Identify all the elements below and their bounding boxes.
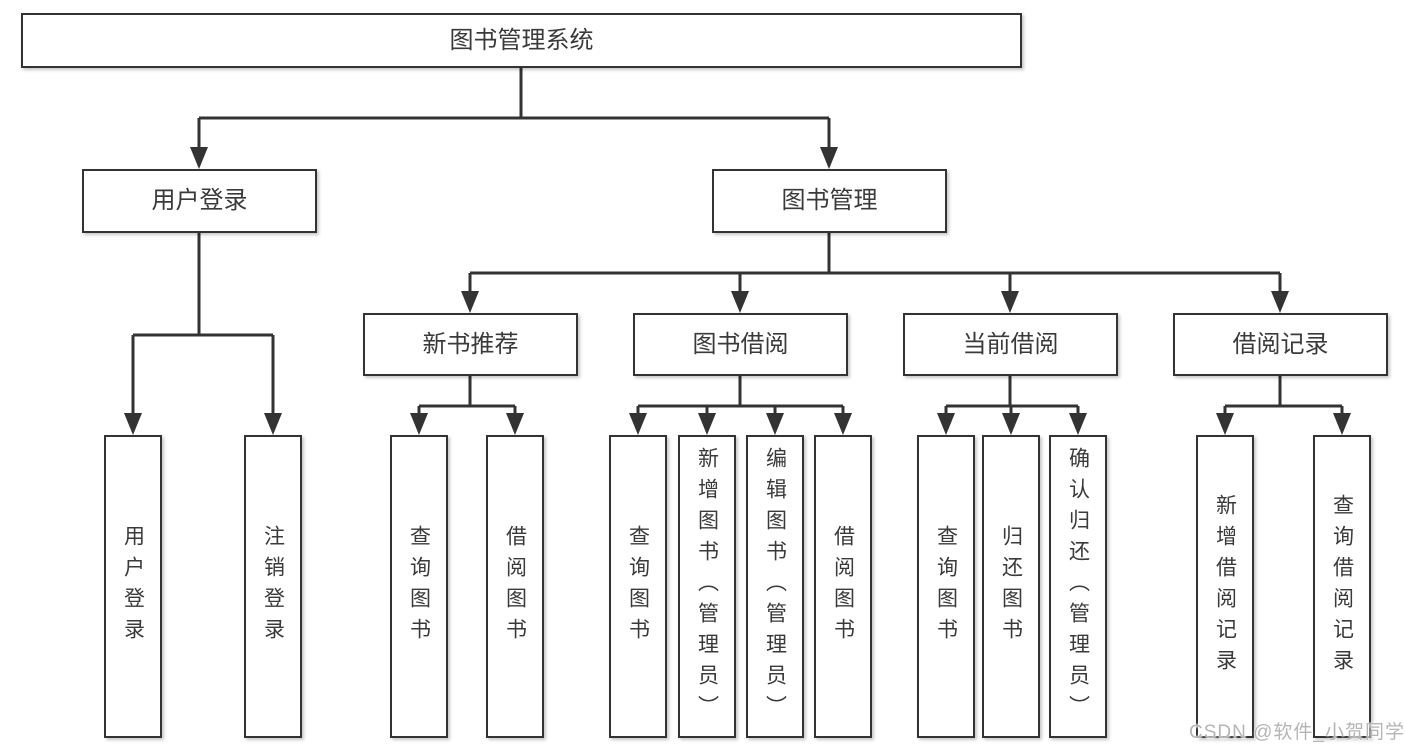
leaf-query-books-recommend: 查询图书: [390, 435, 448, 738]
node-current-borrowing: 当前借阅: [903, 313, 1118, 376]
connector-root-to-level2: [197, 68, 831, 166]
leaf-add-book-admin: 新增图书（管理员）: [678, 435, 736, 738]
arrow-down-icon: [1002, 413, 1020, 435]
arrow-down-icon: [766, 413, 784, 435]
arrow-down-icon: [629, 413, 647, 435]
arrow-down-icon: [1333, 413, 1351, 435]
leaf-borrow-books-borrowing: 借阅图书: [814, 435, 872, 738]
arrow-down-icon: [124, 413, 142, 435]
node-book-management: 图书管理: [712, 169, 947, 233]
node-new-book-recommendation: 新书推荐: [363, 313, 578, 376]
arrow-down-icon: [264, 413, 282, 435]
leaf-edit-book-admin: 编辑图书（管理员）: [746, 435, 804, 738]
csdn-watermark: CSDN @软件_小贺同学: [1189, 722, 1405, 743]
connector-records-to-leaves: [1223, 376, 1344, 431]
leaf-logout: 注销登录: [244, 435, 302, 738]
arrow-down-icon: [698, 413, 716, 435]
leaf-user-login: 用户登录: [104, 435, 162, 738]
leaf-confirm-return-admin: 确认归还（管理员）: [1049, 435, 1107, 738]
arrow-down-icon: [410, 413, 428, 435]
arrow-down-icon: [1216, 413, 1234, 435]
leaf-add-borrow-record: 新增借阅记录: [1196, 435, 1254, 738]
arrow-down-icon: [820, 147, 838, 169]
leaf-query-borrow-record: 查询借阅记录: [1313, 435, 1371, 738]
leaf-borrow-books-recommend: 借阅图书: [486, 435, 544, 738]
leaf-query-books-current: 查询图书: [917, 435, 975, 738]
node-book-borrowing: 图书借阅: [633, 313, 848, 376]
arrow-down-icon: [731, 291, 749, 313]
connector-newbook-to-leaves: [417, 376, 517, 431]
connector-userlogin-to-leaves: [131, 233, 275, 431]
connector-currentborrow-to-leaves: [944, 376, 1080, 431]
node-user-login: 用户登录: [82, 169, 317, 233]
connector-bookmgmt-to-level3: [468, 233, 1282, 309]
leaf-query-books-borrowing: 查询图书: [609, 435, 667, 738]
arrow-down-icon: [461, 291, 479, 313]
node-root: 图书管理系统: [21, 13, 1022, 68]
arrow-down-icon: [834, 413, 852, 435]
arrow-down-icon: [1001, 291, 1019, 313]
arrow-down-icon: [506, 413, 524, 435]
arrow-down-icon: [937, 413, 955, 435]
arrow-down-icon: [190, 147, 208, 169]
leaf-return-books: 归还图书: [982, 435, 1040, 738]
arrow-down-icon: [1271, 291, 1289, 313]
node-borrowing-records: 借阅记录: [1173, 313, 1388, 376]
connector-bookborrow-to-leaves: [636, 376, 845, 431]
arrow-down-icon: [1069, 413, 1087, 435]
